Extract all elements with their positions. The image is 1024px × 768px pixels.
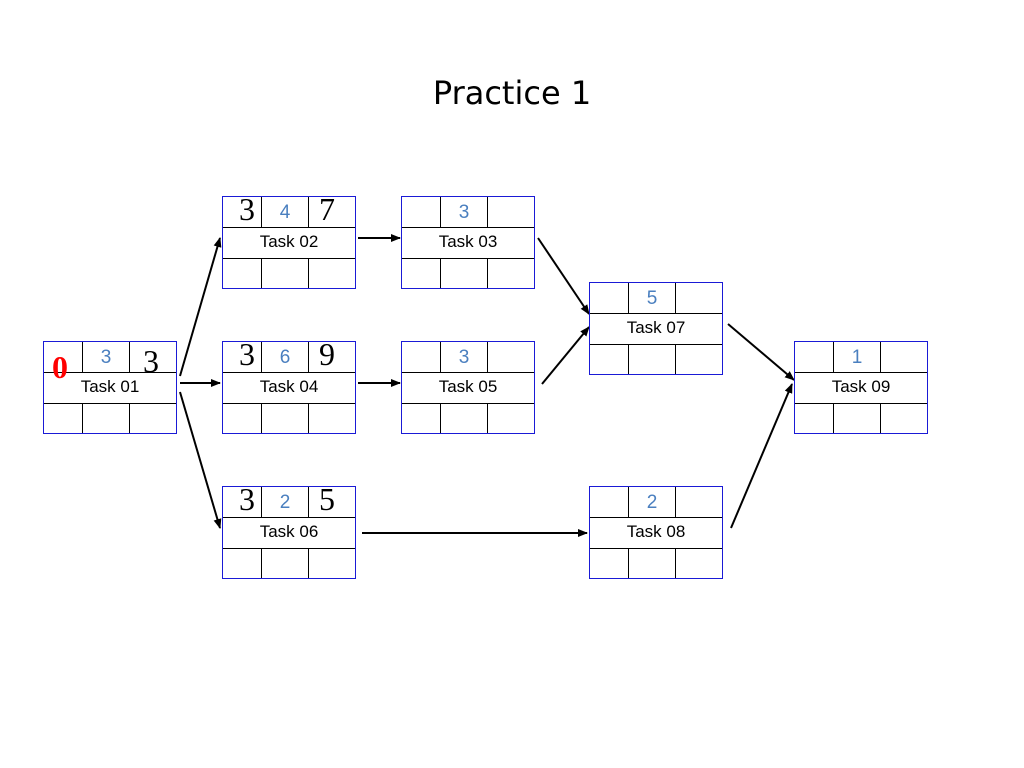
late-finish-cell (309, 548, 355, 578)
arrow-t08-to-t09 (730, 383, 793, 529)
early-start-value: 3 (239, 481, 255, 517)
early-finish-value: 7 (319, 191, 335, 227)
early-finish-cell (488, 197, 534, 228)
early-start-cell (590, 283, 629, 314)
early-start-cell (44, 342, 83, 373)
early-finish-cell (488, 342, 534, 373)
slack-cell (629, 344, 676, 374)
early-start-value: 3 (239, 191, 255, 227)
late-start-cell (223, 403, 262, 433)
slack-cell (629, 548, 676, 578)
task-name: Task 01 (80, 377, 140, 396)
duration-cell: 3 (83, 342, 130, 373)
late-finish-cell (676, 548, 722, 578)
slack-cell (83, 403, 130, 433)
early-finish-cell (309, 342, 355, 373)
late-start-cell (795, 403, 834, 433)
duration-cell: 3 (441, 197, 488, 228)
slack-cell (262, 258, 309, 288)
duration-cell: 3 (441, 342, 488, 373)
early-finish-cell (130, 342, 176, 373)
early-start-cell (402, 342, 441, 373)
late-start-cell (223, 548, 262, 578)
duration-cell: 5 (629, 283, 676, 314)
early-start-cell (795, 342, 834, 373)
late-finish-cell (881, 403, 927, 433)
early-finish-value: 3 (143, 343, 159, 379)
slack-cell (441, 403, 488, 433)
early-finish-cell (309, 197, 355, 228)
duration-cell: 6 (262, 342, 309, 373)
slide-title: Practice 1 (432, 74, 592, 112)
task-name: Task 02 (259, 232, 319, 251)
slack-cell (262, 403, 309, 433)
late-finish-cell (676, 344, 722, 374)
early-finish-cell (309, 487, 355, 518)
early-start-cell (223, 197, 262, 228)
task-name: Task 09 (831, 377, 891, 396)
early-start-cell (223, 487, 262, 518)
early-finish-cell (676, 283, 722, 314)
early-finish-cell (676, 487, 722, 518)
late-finish-cell (130, 403, 176, 433)
late-finish-cell (488, 258, 534, 288)
task-name: Task 04 (259, 377, 319, 396)
task-name: Task 05 (438, 377, 498, 396)
arrow-t05-to-t07 (541, 326, 590, 385)
early-start-cell (590, 487, 629, 518)
task-name: Task 08 (626, 522, 686, 541)
task-name: Task 07 (626, 318, 686, 337)
late-finish-cell (309, 258, 355, 288)
arrow-t01-to-t06 (179, 391, 222, 529)
late-start-cell (402, 258, 441, 288)
late-finish-cell (309, 403, 355, 433)
early-finish-cell (881, 342, 927, 373)
late-start-cell (590, 548, 629, 578)
early-start-cell (223, 342, 262, 373)
duration-cell: 4 (262, 197, 309, 228)
early-finish-value: 5 (319, 481, 335, 517)
duration-cell: 2 (262, 487, 309, 518)
early-start-value: 0 (52, 349, 68, 385)
slack-cell (441, 258, 488, 288)
arrow-t07-to-t09 (727, 323, 795, 381)
early-finish-value: 9 (319, 336, 335, 372)
duration-cell: 1 (834, 342, 881, 373)
task-name: Task 06 (259, 522, 319, 541)
late-start-cell (44, 403, 83, 433)
slack-cell (262, 548, 309, 578)
slack-cell (834, 403, 881, 433)
arrow-t01-to-t02 (179, 237, 222, 377)
duration-cell: 2 (629, 487, 676, 518)
late-start-cell (402, 403, 441, 433)
arrow-t03-to-t07 (537, 237, 590, 315)
late-finish-cell (488, 403, 534, 433)
early-start-value: 3 (239, 336, 255, 372)
early-start-cell (402, 197, 441, 228)
late-start-cell (223, 258, 262, 288)
task-name: Task 03 (438, 232, 498, 251)
late-start-cell (590, 344, 629, 374)
